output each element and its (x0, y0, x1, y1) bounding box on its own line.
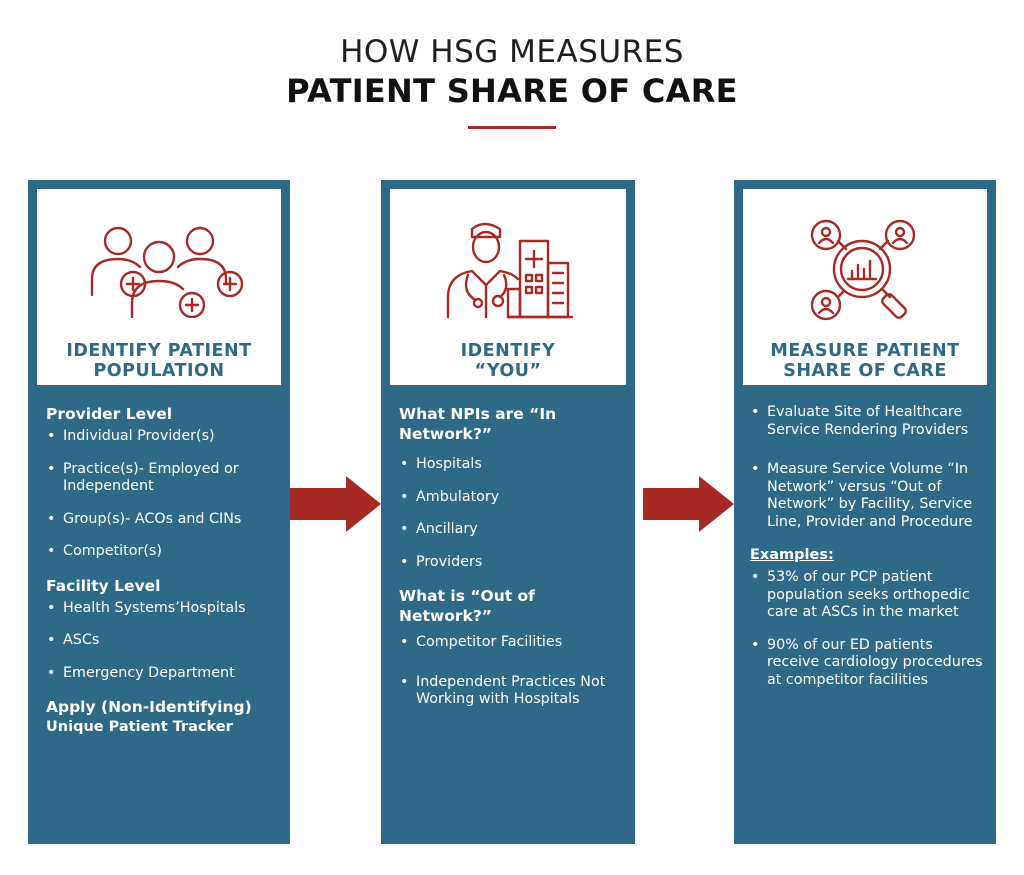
analytics-magnifier-icon (810, 219, 916, 321)
apply-tracker-line-1: Apply (Non-Identifying) (46, 698, 252, 716)
list-item: Practice(s)- Employed or Independent (46, 461, 278, 496)
list-item: Individual Provider(s) (46, 428, 278, 446)
provider-level-header: Provider Level (46, 405, 173, 423)
list-item: ASCs (46, 632, 278, 650)
list-item: 90% of our ED patients receive cardiolog… (750, 637, 984, 690)
list-item: Competitor(s) (46, 543, 278, 561)
title-divider (468, 126, 556, 129)
title-line-1: HOW HSG MEASURES (340, 34, 684, 70)
column-content: Evaluate Site of Healthcare Service Rend… (750, 404, 984, 704)
list-item: 53% of our PCP patient population seeks … (750, 569, 984, 622)
doctor-hospital-icon (446, 222, 574, 319)
card-identify-patient-population: IDENTIFY PATIENT POPULATION (37, 189, 281, 385)
list-item: Measure Service Volume “In Network” vers… (750, 461, 984, 531)
facility-level-header: Facility Level (46, 576, 161, 595)
card-identify-you: IDENTIFY “YOU” (390, 189, 626, 385)
column-identify-you: IDENTIFY “YOU” What NPIs are “In Network… (381, 180, 635, 844)
list-item: Ancillary (399, 521, 623, 539)
list-item: Competitor Facilities (399, 634, 623, 652)
list-item: Ambulatory (399, 489, 623, 507)
title-line-2: PATIENT SHARE OF CARE (286, 72, 738, 110)
list-item: Health Systems’Hospitals (46, 600, 278, 618)
column-identify-patient-population: IDENTIFY PATIENT POPULATION Provider Lev… (28, 180, 290, 844)
list-item: Hospitals (399, 456, 623, 474)
column-content: What NPIs are “In Network?” Hospitals Am… (399, 404, 623, 724)
list-item: Providers (399, 554, 623, 572)
patient-group-icon (90, 226, 244, 318)
card-title: IDENTIFY PATIENT POPULATION (66, 341, 252, 381)
examples-header: Examples: (750, 547, 834, 563)
column-content: Provider Level Individual Provider(s) Pr… (46, 404, 278, 741)
card-title: IDENTIFY “YOU” (460, 341, 556, 381)
card-title: MEASURE PATIENT SHARE OF CARE (770, 341, 960, 381)
arrow-right-icon (643, 476, 734, 532)
card-measure-share-of-care: MEASURE PATIENT SHARE OF CARE (743, 189, 987, 385)
arrow-right-icon (290, 476, 381, 532)
apply-tracker-line-2: Unique Patient Tracker (46, 719, 233, 735)
out-of-network-header: What is “Out of Network?” (399, 587, 535, 625)
list-item: Group(s)- ACOs and CINs (46, 511, 278, 529)
list-item: Emergency Department (46, 665, 278, 683)
in-network-header: What NPIs are “In Network?” (399, 405, 557, 443)
list-item: Independent Practices Not Working with H… (399, 674, 623, 709)
column-measure-share-of-care: MEASURE PATIENT SHARE OF CARE Evaluate S… (734, 180, 996, 844)
list-item: Evaluate Site of Healthcare Service Rend… (750, 404, 984, 439)
